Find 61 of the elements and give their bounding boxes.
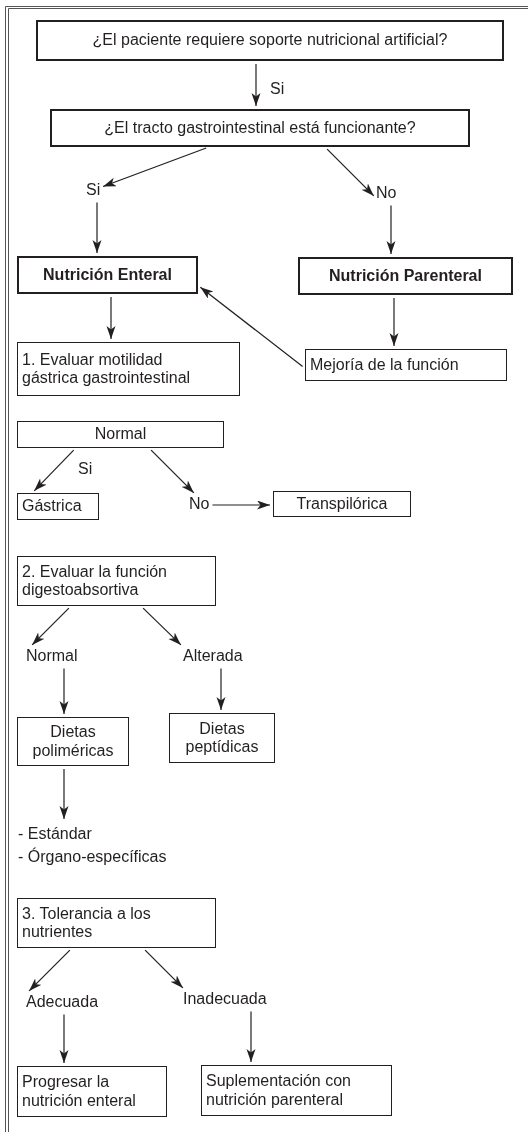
process-box — [17, 342, 240, 396]
arrow — [216, 667, 226, 711]
process-box — [17, 556, 216, 606]
branch-label: Inadecuada — [183, 990, 267, 1009]
process-box — [298, 257, 513, 295]
list-item: - Órgano-específicas — [18, 846, 167, 867]
arrow — [106, 296, 116, 340]
box-text: Gástrica — [22, 497, 82, 516]
process-box — [17, 898, 216, 948]
list-item: - Estándar — [18, 824, 93, 844]
box-text: ¿El paciente requiere soporte nutricional artificial? — [92, 31, 448, 50]
arrow — [150, 449, 195, 494]
box-text: 2. Evaluar la función digestoabsortiva — [22, 562, 168, 600]
process-box — [169, 713, 275, 763]
process-box — [17, 256, 198, 294]
box-text: Dietas peptídicas — [184, 719, 260, 757]
process-box — [305, 349, 507, 381]
arrow — [59, 768, 69, 820]
box-text: Nutrición Enteral — [43, 265, 172, 285]
branch-label: Si — [86, 181, 101, 200]
branch-label: No — [189, 495, 210, 514]
arrow — [142, 607, 182, 646]
process-box — [17, 717, 129, 766]
process-box — [36, 20, 504, 61]
box-text: Transpilórica — [296, 494, 388, 514]
arrow — [59, 1013, 69, 1064]
box-text: Dietas poliméricas — [31, 723, 115, 760]
arrow — [33, 449, 75, 492]
box-text: 3. Tolerancia a los nutrientes — [22, 904, 152, 942]
process-box — [50, 109, 470, 147]
edge-label: Si — [270, 81, 285, 97]
arrow — [102, 147, 207, 188]
arrow — [92, 201, 102, 254]
box-text: Suplementación con nutrición parenteral — [206, 1072, 352, 1109]
process-box — [17, 493, 99, 520]
arrow — [211, 500, 271, 510]
process-box — [17, 421, 224, 448]
branch-label: Alterada — [183, 647, 243, 666]
arrow — [59, 667, 69, 715]
arrow — [246, 1010, 256, 1063]
box-text: 1. Evaluar motilidad gástrica gastrointestinal — [22, 350, 192, 388]
arrow — [144, 949, 184, 989]
branch-label: No — [376, 184, 397, 203]
branch-label: Adecuada — [26, 993, 99, 1012]
box-text: Progresar la nutrición enteral — [22, 1073, 137, 1110]
arrow — [28, 949, 71, 992]
branch-label: Normal — [26, 647, 78, 666]
box-text: Mejoría de la función — [310, 355, 459, 375]
process-box — [201, 1065, 392, 1116]
arrow — [31, 607, 70, 646]
arrow — [389, 297, 399, 347]
process-box — [273, 491, 411, 517]
edge-label: Si — [78, 461, 93, 477]
arrow — [251, 63, 261, 107]
arrow — [199, 286, 304, 368]
process-box — [17, 1066, 167, 1117]
box-text: Nutrición Parenteral — [329, 266, 482, 286]
box-text: ¿El tracto gastrointestinal está funcionante? — [104, 118, 416, 138]
box-text: Normal — [94, 425, 147, 444]
arrow — [326, 148, 375, 197]
arrow — [386, 204, 396, 255]
